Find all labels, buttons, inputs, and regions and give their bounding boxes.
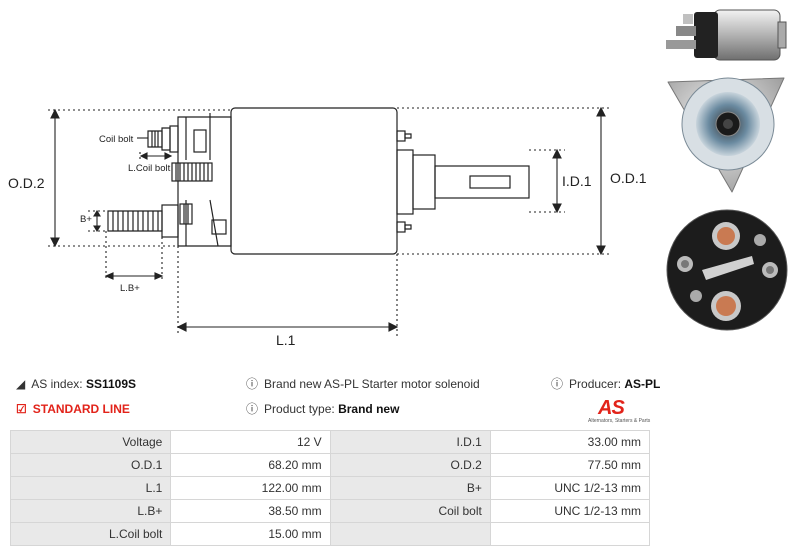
checkbox-icon: ☑ bbox=[16, 402, 27, 416]
b-plus-label: B+ bbox=[80, 214, 92, 225]
as-index-label: AS index: bbox=[31, 377, 83, 391]
table-row: Voltage 12 V I.D.1 33.00 mm bbox=[9, 430, 651, 454]
rear-cap bbox=[177, 116, 232, 247]
od2-label: O.D.2 bbox=[8, 175, 45, 191]
solenoid-rear-terminal-view bbox=[666, 209, 788, 331]
producer-label: Producer: bbox=[569, 377, 622, 391]
id1-label: I.D.1 bbox=[562, 173, 592, 189]
spec-key: B+ bbox=[329, 476, 491, 500]
producer: ⓘ Producer: AS-PL bbox=[551, 377, 660, 391]
lb-label: L.B+ bbox=[120, 283, 140, 294]
spec-value: UNC 1/2-13 mm bbox=[489, 499, 651, 523]
spec-key: Coil bolt bbox=[329, 499, 491, 523]
producer-value: AS-PL bbox=[624, 377, 661, 391]
spec-value bbox=[489, 522, 651, 546]
spec-value: 122.00 mm bbox=[170, 476, 331, 500]
spec-value: 15.00 mm bbox=[170, 522, 331, 546]
as-index: ◢ AS index: SS1109S bbox=[16, 377, 136, 391]
spec-key: L.B+ bbox=[9, 499, 172, 523]
plunger-housing bbox=[412, 154, 436, 210]
tag-icon: ◢ bbox=[16, 377, 26, 391]
product-type: ⓘ Product type: Brand new bbox=[246, 402, 399, 416]
spec-key: L.1 bbox=[9, 476, 172, 500]
solenoid-side-view bbox=[666, 9, 787, 61]
spec-value: 33.00 mm bbox=[489, 430, 651, 454]
spec-key: I.D.1 bbox=[329, 430, 491, 454]
plunger bbox=[434, 165, 530, 199]
spec-key: Voltage bbox=[9, 430, 172, 454]
od1-label: O.D.1 bbox=[610, 170, 647, 186]
info-icon: ⓘ bbox=[551, 377, 564, 391]
solenoid-body bbox=[230, 107, 398, 255]
spec-value: 77.50 mm bbox=[489, 453, 651, 477]
product-type-value: Brand new bbox=[338, 402, 400, 416]
l1-label: L.1 bbox=[276, 332, 296, 348]
table-row: L.Coil bolt 15.00 mm bbox=[9, 522, 651, 546]
info-icon: ⓘ bbox=[246, 402, 259, 416]
table-row: L.B+ 38.50 mm Coil bolt UNC 1/2-13 mm bbox=[9, 499, 651, 523]
brand-info: ⓘ Brand new AS-PL Starter motor solenoid bbox=[246, 377, 480, 391]
technical-drawing: O.D.2 O.D.1 I.D.1 L.1 L.B+ B+ Coil bolt … bbox=[8, 106, 647, 348]
spec-key: O.D.2 bbox=[329, 453, 491, 477]
logo-mark: AS bbox=[598, 397, 625, 419]
l-coil-bolt-label: L.Coil bolt bbox=[128, 163, 171, 174]
as-pl-logo: AS Alternators, Starters & Parts bbox=[588, 397, 658, 425]
logo-tagline: Alternators, Starters & Parts bbox=[588, 418, 651, 424]
as-index-value: SS1109S bbox=[85, 377, 136, 391]
info-icon: ⓘ bbox=[246, 377, 259, 391]
product-type-label: Product type: bbox=[264, 402, 335, 416]
table-row: O.D.1 68.20 mm O.D.2 77.50 mm bbox=[9, 453, 651, 477]
spec-value: UNC 1/2-13 mm bbox=[489, 476, 651, 500]
solenoid-front-flange-view bbox=[667, 77, 785, 193]
spec-value: 12 V bbox=[170, 430, 331, 454]
coil-bolt-label: Coil bolt bbox=[99, 134, 134, 145]
spec-key: O.D.1 bbox=[9, 453, 172, 477]
specs-table: Voltage 12 V I.D.1 33.00 mm O.D.1 68.20 … bbox=[9, 430, 651, 546]
b-plus-thread bbox=[107, 210, 163, 232]
standard-line-label: STANDARD LINE bbox=[32, 402, 130, 416]
spec-key bbox=[329, 522, 491, 546]
spec-value: 38.50 mm bbox=[170, 499, 331, 523]
table-row: L.1 122.00 mm B+ UNC 1/2-13 mm bbox=[9, 476, 651, 500]
spec-value: 68.20 mm bbox=[170, 453, 331, 477]
brand-text: Brand new AS-PL Starter motor solenoid bbox=[264, 377, 480, 391]
standard-line: ☑ STANDARD LINE bbox=[16, 402, 130, 416]
spec-key: L.Coil bolt bbox=[9, 522, 172, 546]
